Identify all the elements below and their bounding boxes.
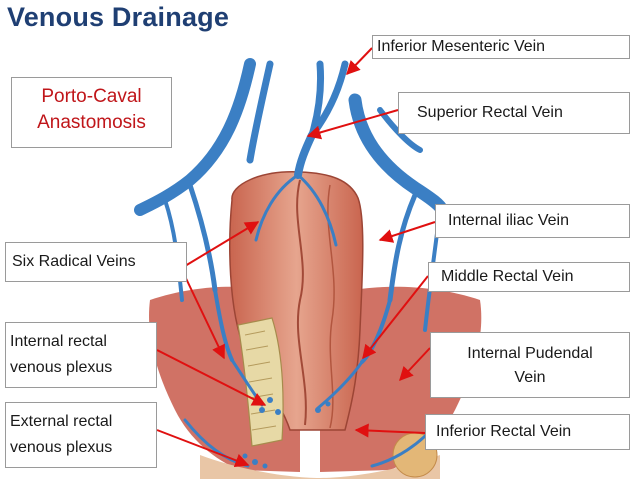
pointer-internal-pudendal [399, 347, 431, 382]
label-middle-rectal-vein: Middle Rectal Vein [428, 262, 630, 292]
pointer-superior-rectal [306, 109, 399, 140]
label-text: Middle Rectal Vein [441, 268, 574, 285]
venules [242, 397, 331, 469]
label-internal-rectal-venous-plexus: Internal rectal venous plexus [5, 322, 157, 388]
label-superior-rectal-vein: Superior Rectal Vein [398, 92, 630, 134]
anal-canal-section [237, 317, 284, 447]
label-text: Six Radical Veins [12, 253, 136, 270]
label-pointers [156, 47, 436, 468]
pointer-internal-iliac [378, 221, 436, 243]
label-six-radical-veins: Six Radical Veins [5, 242, 187, 282]
label-internal-iliac-vein: Internal iliac Vein [435, 204, 630, 238]
label-internal-pudendal-vein: Internal Pudendal Vein [430, 332, 630, 398]
pointer-inferior-mesenteric [346, 47, 373, 76]
page-title: Venous Drainage [7, 2, 230, 32]
pointer-external-plexus [156, 429, 250, 468]
label-text-line-1: Internal Pudendal [467, 345, 593, 362]
rectum-fold [296, 179, 307, 426]
label-inferior-mesenteric-vein: Inferior Mesenteric Vein [372, 35, 630, 59]
label-text: Inferior Rectal Vein [436, 423, 572, 440]
label-text-line-1: Internal rectal [10, 333, 107, 350]
label-external-rectal-venous-plexus: External rectal venous plexus [5, 402, 157, 468]
concept-line-2: Anastomosis [37, 112, 146, 133]
pointer-six-radical-2 [184, 221, 260, 267]
label-text-line-1: External rectal [10, 413, 113, 430]
porto-caval-anastomosis-box: Porto-Caval Anastomosis [11, 77, 172, 148]
perianal-skin [200, 455, 440, 479]
pointer-inferior-rectal [354, 423, 426, 438]
concept-line-1: Porto-Caval [41, 86, 142, 107]
label-text: Internal iliac Vein [448, 212, 569, 229]
label-text-line-2: venous plexus [10, 439, 113, 456]
label-text-line-2: Vein [514, 369, 546, 386]
label-text-line-2: venous plexus [10, 359, 113, 376]
pointer-internal-plexus [156, 349, 267, 406]
label-text: Superior Rectal Vein [417, 104, 563, 121]
label-text: Inferior Mesenteric Vein [377, 38, 546, 55]
pointer-six-radical [181, 269, 225, 360]
pointer-middle-rectal [362, 275, 429, 360]
label-inferior-rectal-vein: Inferior Rectal Vein [425, 414, 630, 450]
